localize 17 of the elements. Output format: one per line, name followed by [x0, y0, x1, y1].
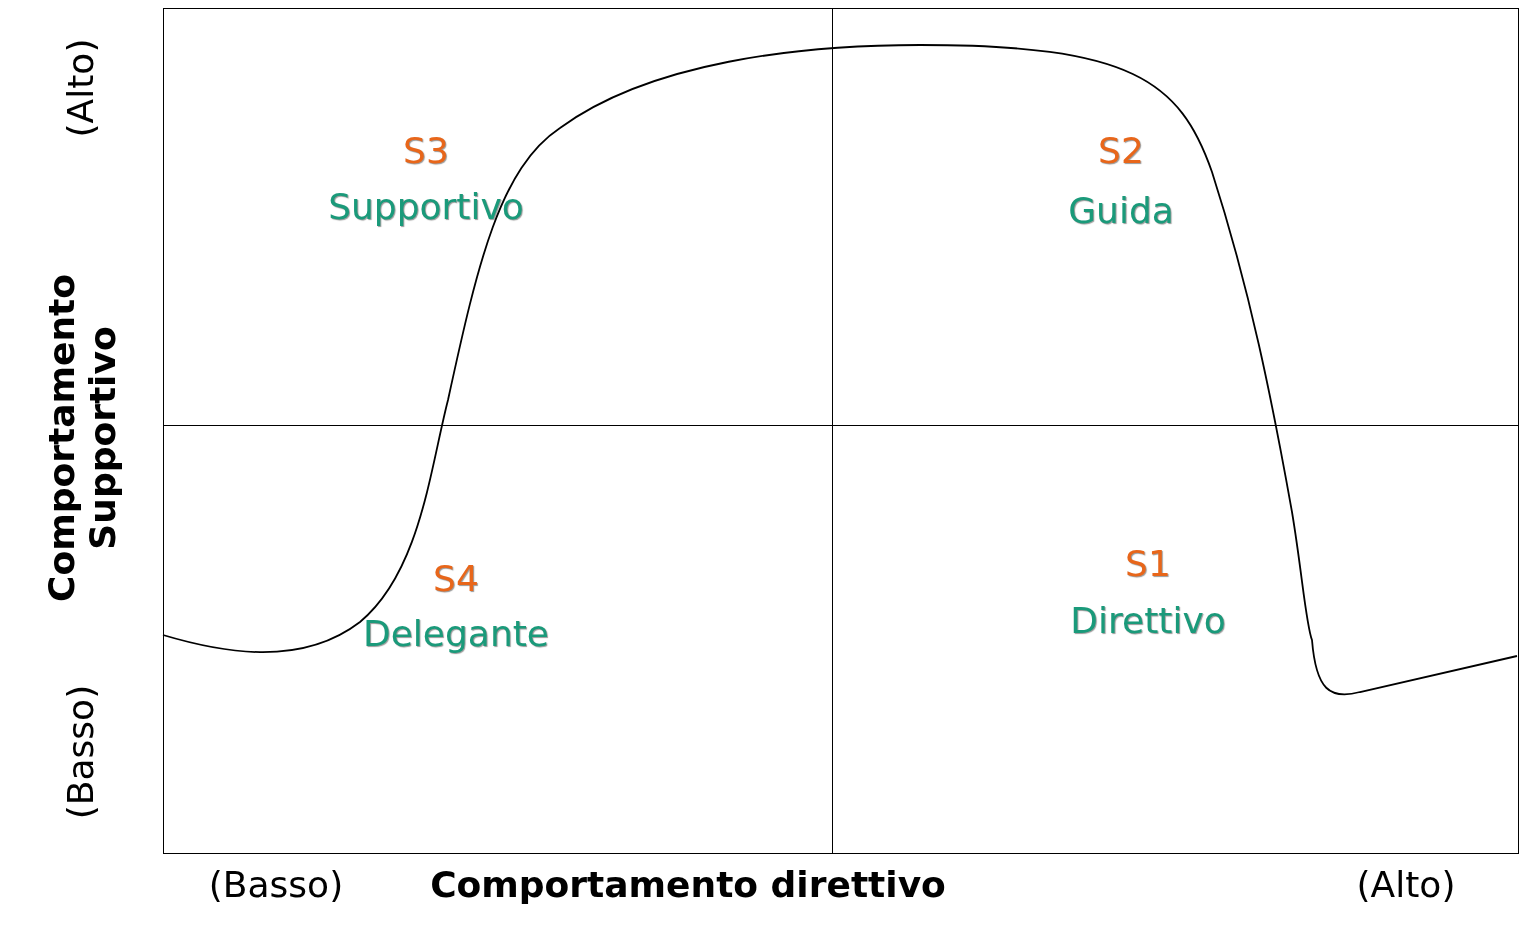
style-name: Delegante: [363, 614, 549, 654]
style-code: S1: [1125, 544, 1171, 584]
quadrant: [163, 8, 833, 426]
style-code: S3: [403, 131, 449, 171]
quadrant: [832, 8, 1519, 426]
axis-end-label: (Alto): [59, 38, 101, 138]
style-name: Direttivo: [1070, 601, 1226, 641]
axis-title: Comportamento direttivo: [430, 863, 946, 905]
axis-end-label: (Basso): [59, 684, 101, 820]
axis-title: Comportamento Supportivo: [40, 273, 124, 604]
style-code: S4: [433, 559, 479, 599]
axis-end-label: (Alto): [1356, 863, 1456, 905]
quadrant: [163, 425, 833, 854]
axis-end-label: (Basso): [208, 863, 344, 905]
style-code: S2: [1098, 131, 1144, 171]
style-name: Guida: [1068, 191, 1174, 231]
quadrant: [832, 425, 1519, 854]
